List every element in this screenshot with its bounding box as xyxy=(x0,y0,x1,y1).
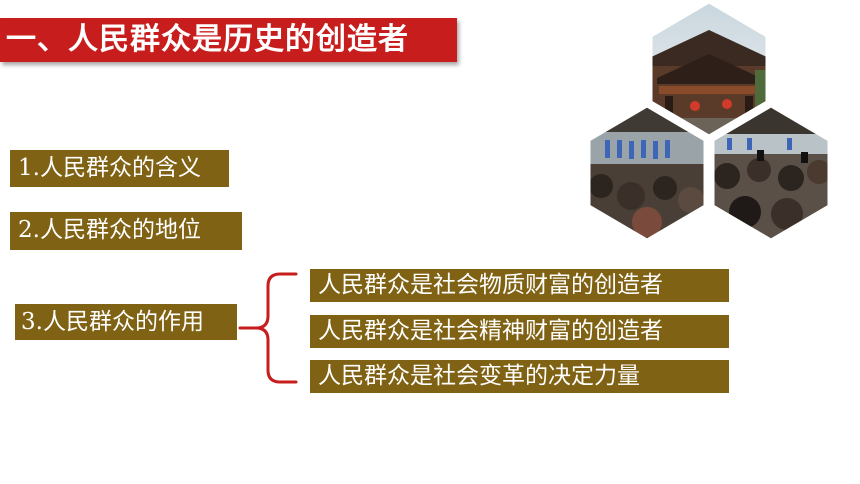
item-meaning: 1.人民群众的含义 xyxy=(10,150,229,187)
role-material-wealth: 人民群众是社会物质财富的创造者 xyxy=(310,269,729,302)
item-status: 2.人民群众的地位 xyxy=(10,212,242,250)
section-title-bar: 一、人民群众是历史的创造者 xyxy=(0,18,457,62)
photo-collage xyxy=(587,0,831,242)
role-social-change: 人民群众是社会变革的决定力量 xyxy=(310,360,729,393)
brace-connector xyxy=(238,272,298,384)
role-spiritual-wealth: 人民群众是社会精神财富的创造者 xyxy=(310,315,729,348)
item-role: 3.人民群众的作用 xyxy=(15,304,237,340)
section-title: 一、人民群众是历史的创造者 xyxy=(6,22,409,57)
